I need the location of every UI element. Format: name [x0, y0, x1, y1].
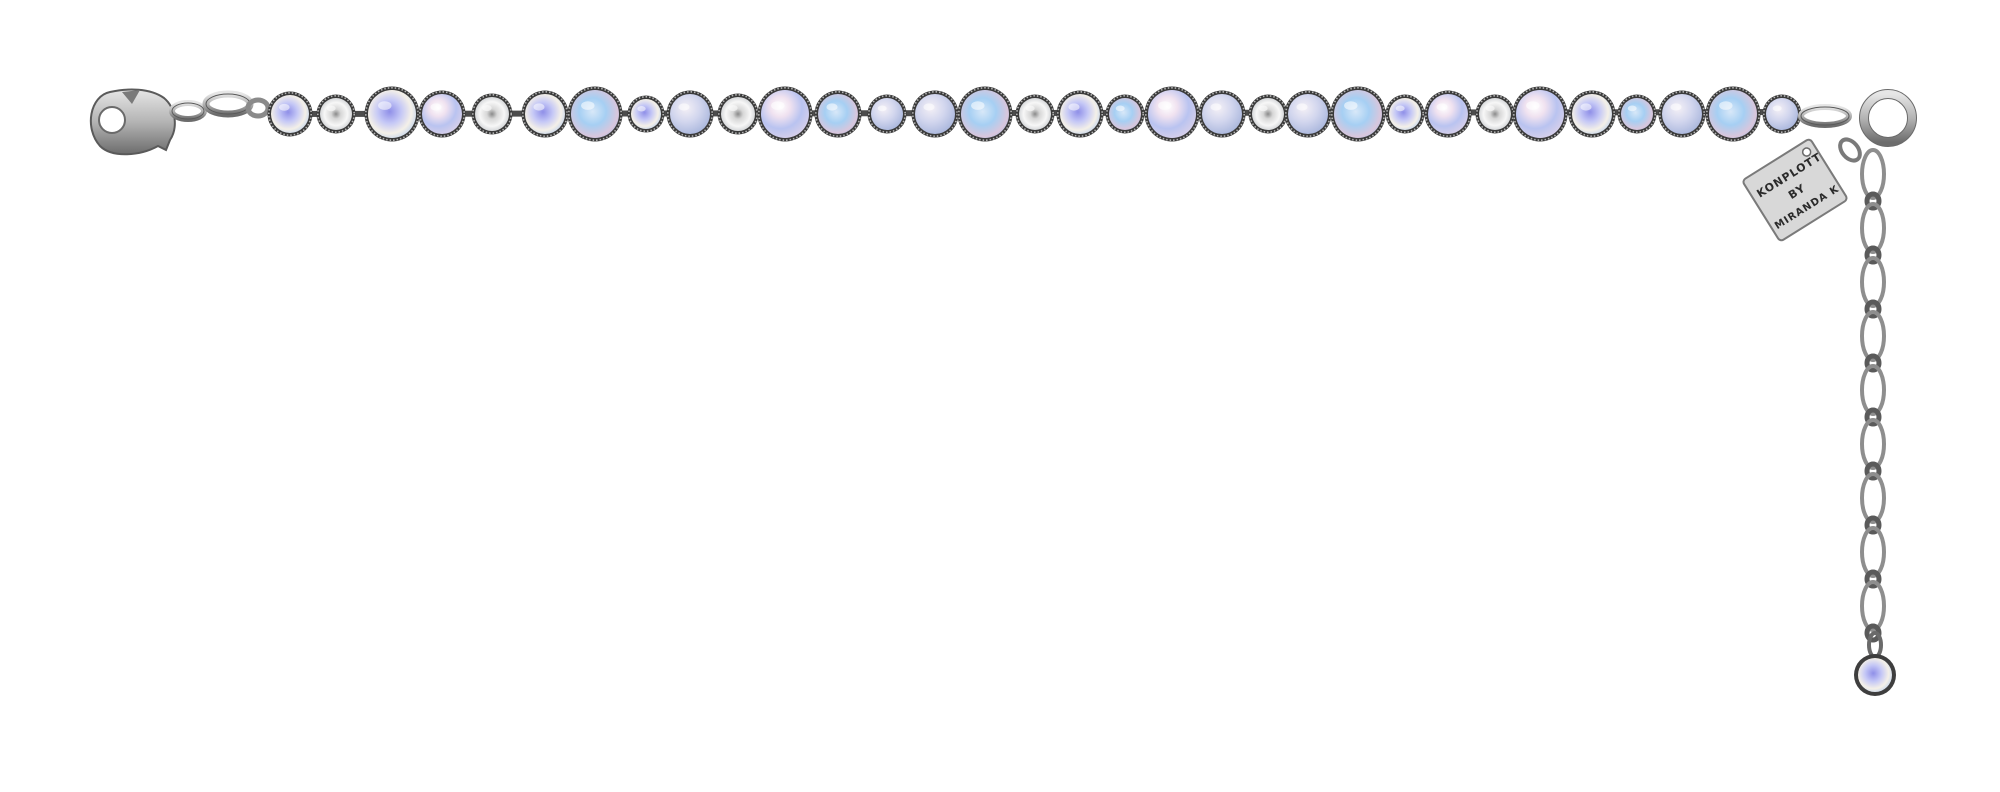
crystal-stone	[316, 94, 356, 134]
crystal-stone	[1568, 90, 1616, 138]
chain-link	[1860, 364, 1886, 416]
crystal-stone	[814, 90, 862, 138]
o-ring	[1859, 89, 1917, 147]
chain-link	[1860, 418, 1886, 470]
crystal-stone	[1762, 94, 1802, 134]
chain-link	[1860, 256, 1886, 308]
crystal-stone	[1385, 94, 1425, 134]
end-jump-ring	[1798, 104, 1852, 128]
crystal-stone	[1056, 90, 1104, 138]
crystal-stone	[1015, 94, 1055, 134]
crystal-stone	[1330, 86, 1386, 142]
crystal-stone	[1144, 86, 1200, 142]
chain-link	[1864, 461, 1882, 481]
chain-link	[1864, 569, 1882, 589]
chain-link	[1860, 580, 1886, 632]
chain-link	[1860, 202, 1886, 254]
crystal-stone	[666, 90, 714, 138]
chain-link	[1864, 515, 1882, 535]
crystal-stone	[1512, 86, 1568, 142]
crystal-stone	[1248, 94, 1288, 134]
crystal-stones	[267, 86, 1802, 142]
crystal-stone	[757, 86, 813, 142]
chain-link	[1864, 407, 1882, 427]
chain-link	[1860, 310, 1886, 362]
crystal-stone	[364, 86, 420, 142]
chain-link	[1864, 191, 1882, 211]
brand-tag: KONPLOTT BY MIRANDA K	[1742, 138, 1848, 242]
tag-jump-ring	[1838, 137, 1862, 163]
crystal-stone	[627, 95, 665, 133]
crystal-stone	[1658, 90, 1706, 138]
chain-link	[1860, 526, 1886, 578]
crystal-stone	[957, 86, 1013, 142]
crystal-stone	[1105, 94, 1145, 134]
chain-link	[1864, 245, 1882, 265]
crystal-stone	[1424, 90, 1472, 138]
crystal-stone	[267, 91, 313, 137]
crystal-stone	[1705, 86, 1761, 142]
crystal-stone	[867, 94, 907, 134]
crystal-stone	[567, 86, 623, 142]
crystal-stone	[1475, 94, 1515, 134]
chain-link	[1864, 299, 1882, 319]
crystal-stone	[717, 93, 759, 135]
lobster-clasp	[90, 88, 271, 156]
crystal-stone	[418, 90, 466, 138]
chain-link	[1864, 353, 1882, 373]
crystal-stone	[911, 90, 959, 138]
chain-link	[1860, 148, 1886, 200]
drop-charm	[1854, 631, 1896, 696]
extension-chain	[1860, 148, 1886, 643]
crystal-stone	[1617, 94, 1657, 134]
chain-link	[1860, 472, 1886, 524]
crystal-stone	[1198, 90, 1246, 138]
crystal-stone	[471, 93, 513, 135]
crystal-stone	[521, 90, 569, 138]
crystal-stone	[1284, 90, 1332, 138]
